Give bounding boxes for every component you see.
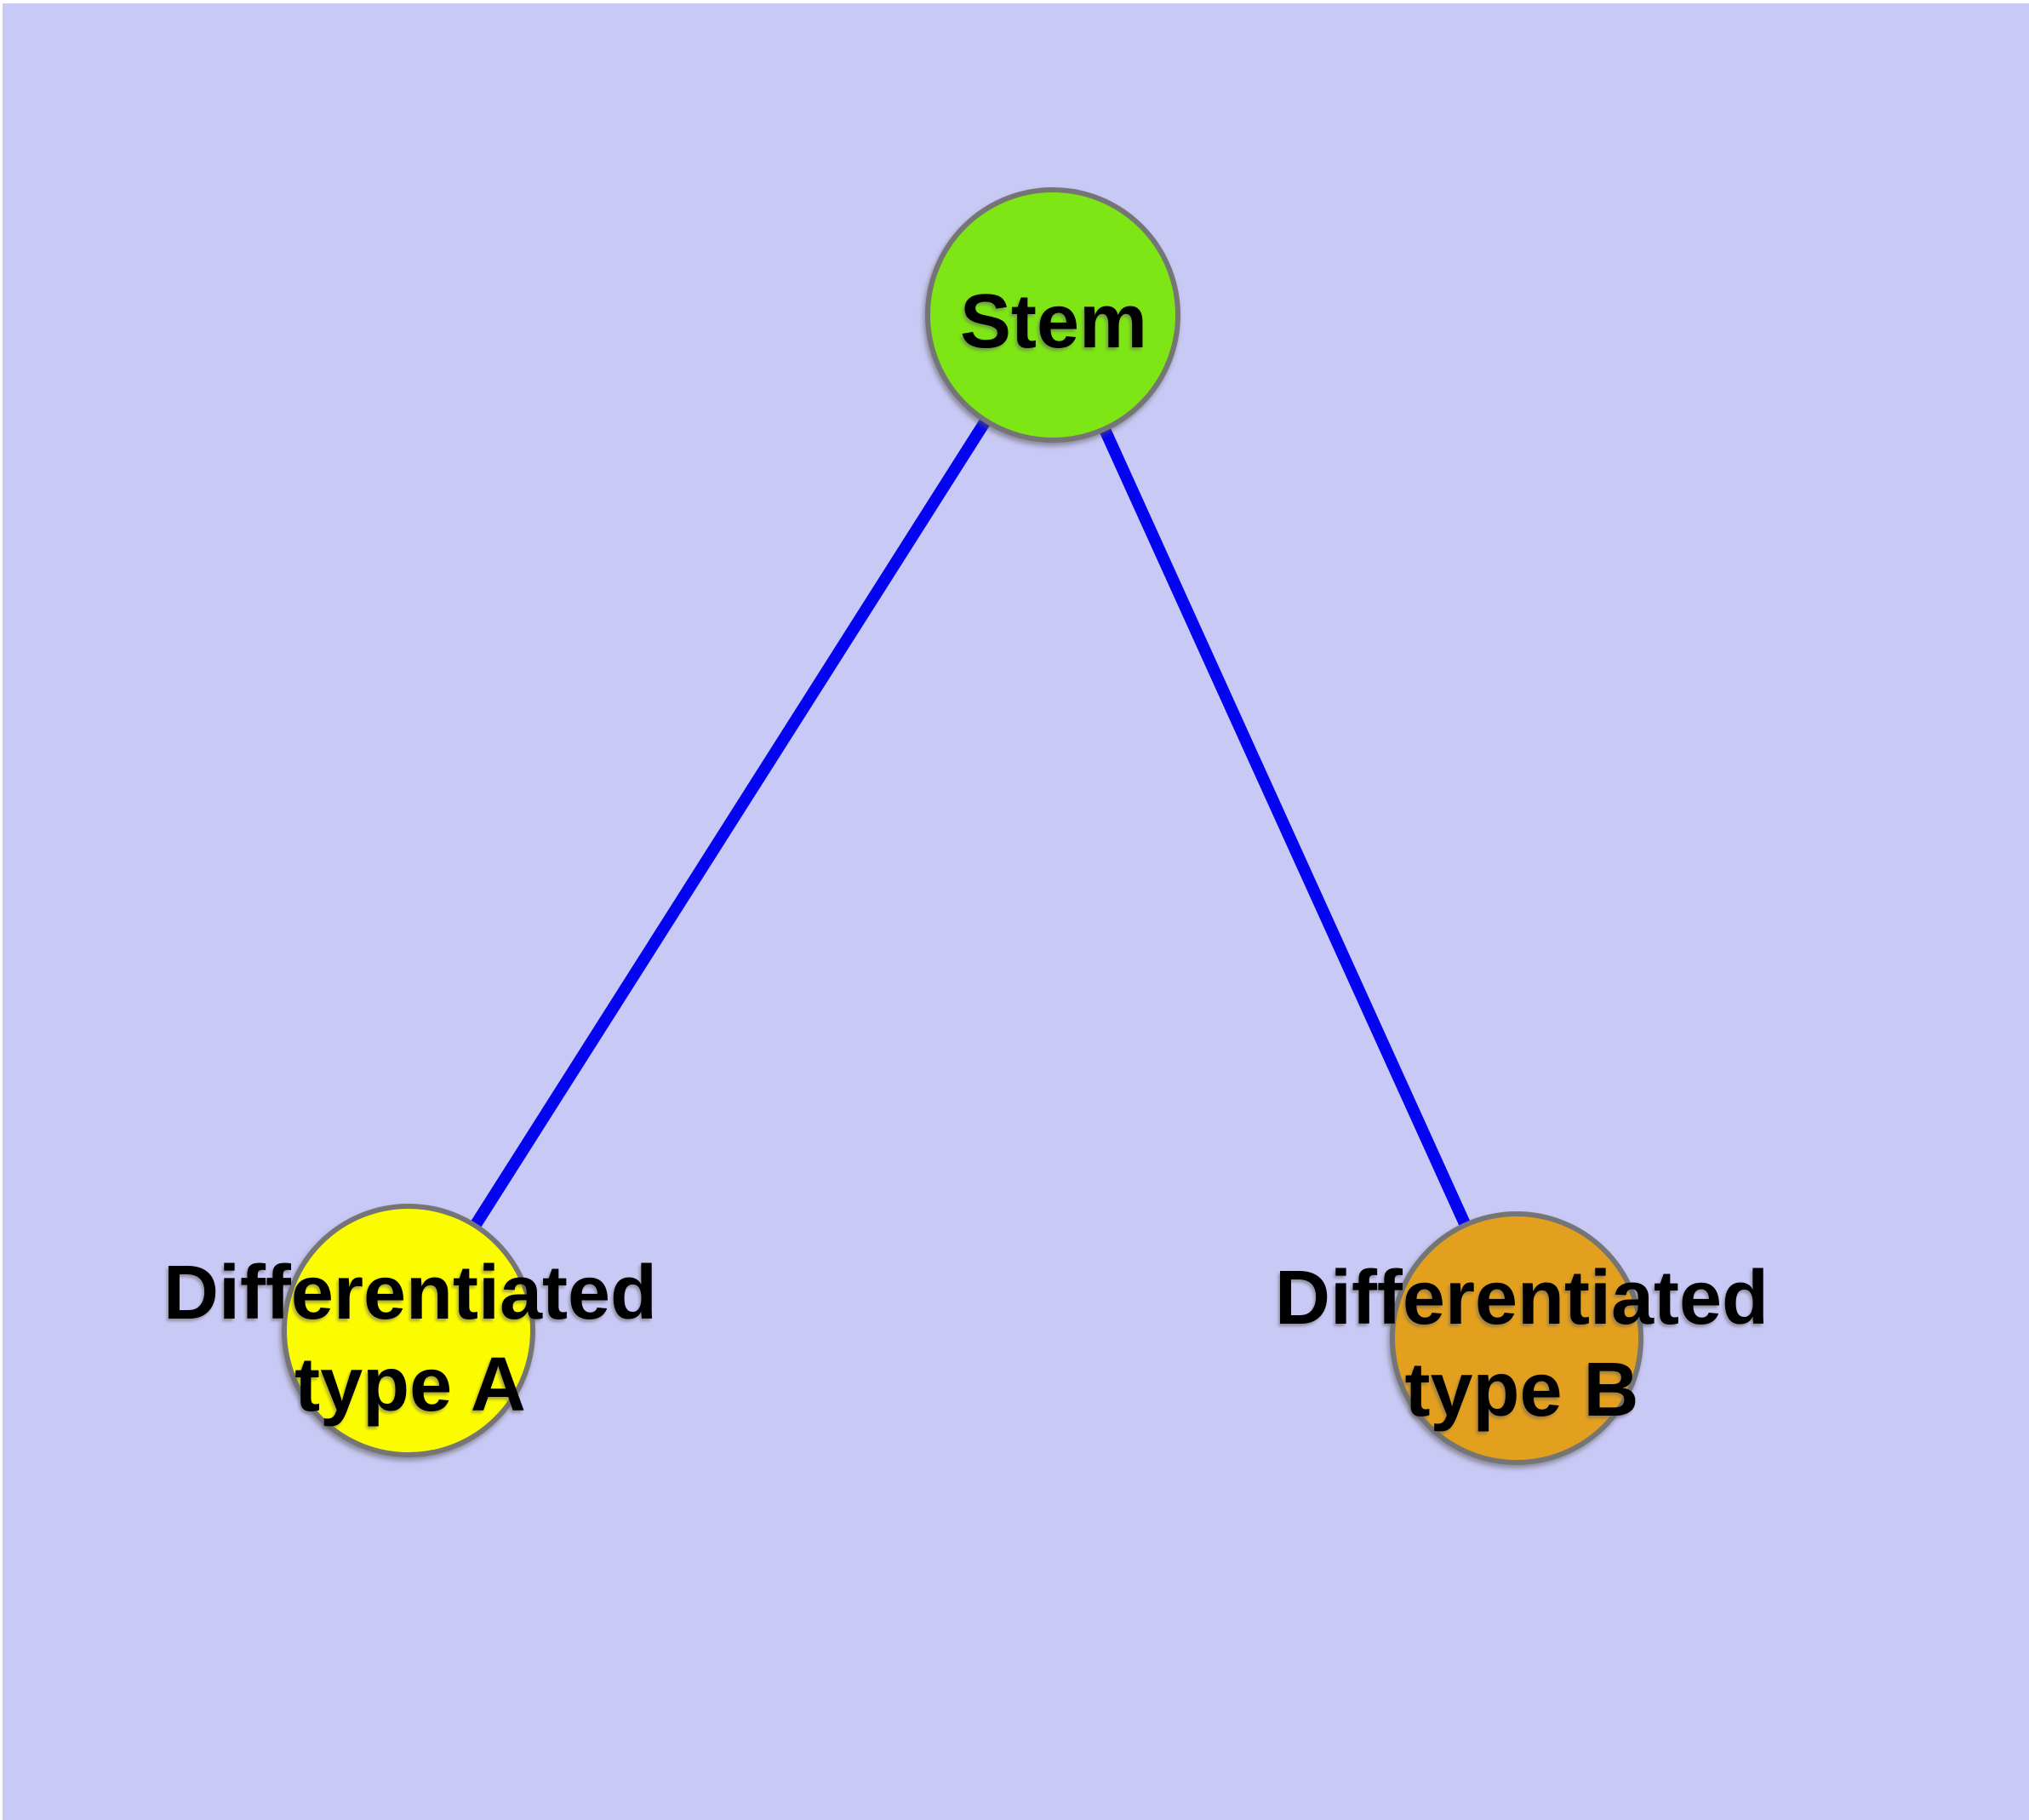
stem-node-label: Stem: [960, 279, 1147, 364]
stem-node-circle: [925, 187, 1180, 443]
type-b-node-label-line1: Differentiated: [1275, 1256, 1769, 1341]
type-a-node-label-line2: type A: [294, 1342, 526, 1428]
type-a-node-label-line1: Differentiated: [163, 1251, 657, 1336]
node-differentiated-type-a: Differentiated type A: [163, 1204, 657, 1457]
type-b-node-label-line2: type B: [1404, 1348, 1638, 1433]
node-differentiated-type-b: Differentiated type B: [1275, 1211, 1769, 1465]
type-a-node-circle: [282, 1204, 535, 1457]
edge-stem-to-type-b: [1047, 312, 1523, 1341]
edge-stem-to-type-a: [403, 312, 1058, 1334]
diagram-canvas: Stem Differentiated type A Differentiate…: [3, 3, 2029, 1820]
type-b-node-circle: [1390, 1211, 1643, 1465]
node-stem: Stem: [925, 187, 1180, 443]
